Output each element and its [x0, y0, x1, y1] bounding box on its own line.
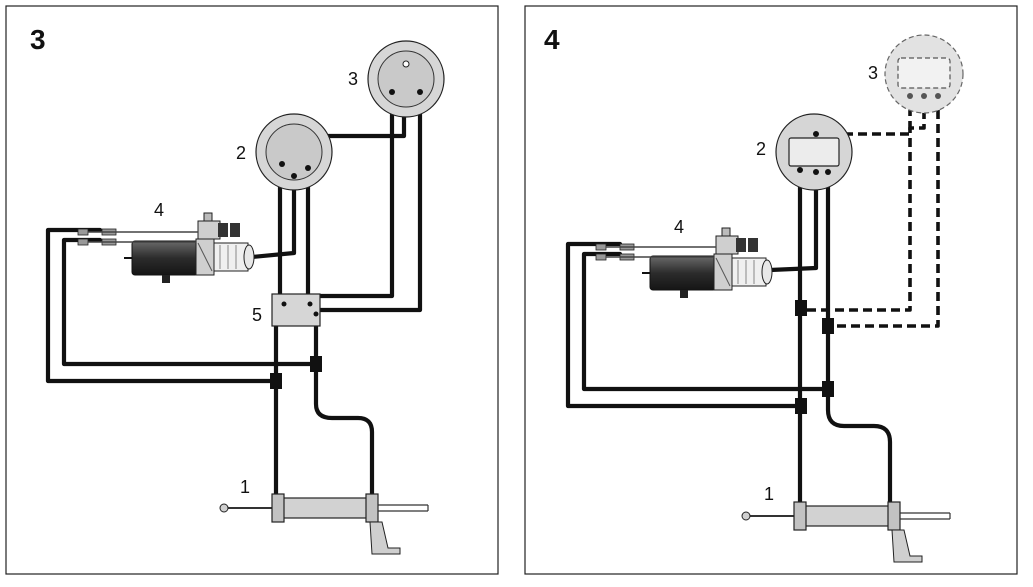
helm-upper-optional [884, 34, 964, 114]
helm-upper-label: 3 [348, 69, 358, 89]
tee-fitting [795, 398, 807, 414]
helm-lower [255, 113, 333, 191]
helm-upper [367, 40, 445, 118]
helm-lower-label: 2 [236, 143, 246, 163]
tee-fitting [822, 318, 834, 334]
tee-fitting [822, 381, 834, 397]
panel-3-number: 3 [30, 24, 46, 55]
panel-4: 4 3 [524, 5, 1018, 575]
helm-upper-label: 3 [868, 63, 878, 83]
pump-label: 4 [674, 217, 684, 237]
valve-block [271, 293, 321, 327]
valve-label: 5 [252, 305, 262, 325]
panel-3: 3 3 [5, 5, 499, 575]
helm-lower [775, 113, 853, 191]
cylinder-label: 1 [240, 477, 250, 497]
tee-fitting [270, 373, 282, 389]
helm-lower-label: 2 [756, 139, 766, 159]
pump-label: 4 [154, 200, 164, 220]
cylinder-label: 1 [764, 484, 774, 504]
panel-4-number: 4 [544, 24, 560, 55]
tee-fitting [310, 356, 322, 372]
tee-fitting [795, 300, 807, 316]
